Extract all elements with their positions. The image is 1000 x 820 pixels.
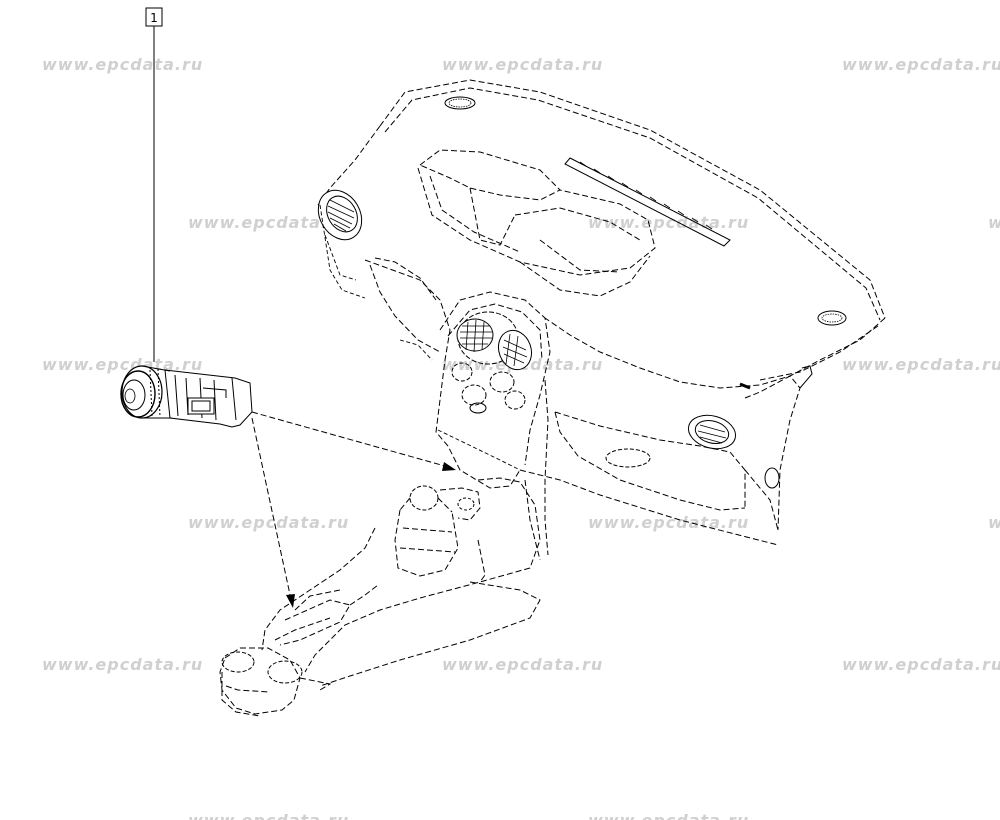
left-air-vent [317,189,366,299]
watermark: www.epcdata.ru [588,513,749,532]
watermark: www.epcdata.ru [442,655,603,674]
watermark: www.epcdata.ru [842,655,1000,674]
watermark-layer: www.epcdata.ru www.epcdata.ru www.epcdat… [42,55,1000,820]
watermark: www.epcdata.ru [42,655,203,674]
cigarette-lighter-part[interactable] [120,365,253,428]
defrost-grille [564,157,731,247]
watermark: www.epcdata.ru [188,513,349,532]
center-stack [364,259,551,489]
callout-number: 1 [150,11,158,25]
right-air-vent [687,414,737,450]
center-console-part[interactable] [219,477,541,717]
watermark: www.epcdata.ru [188,213,349,232]
watermark: www.epcdata.ru [42,55,203,74]
watermark: www.epcdata.ru [988,513,1000,532]
watermark: www.epcdata.ru [988,213,1000,232]
watermark: www.epcdata.ru [588,811,749,820]
watermark: www.epcdata.ru [188,811,349,820]
watermark: www.epcdata.ru [842,55,1000,74]
watermark: www.epcdata.ru [442,55,603,74]
watermark: www.epcdata.ru [842,355,1000,374]
watermark: www.epcdata.ru [588,213,749,232]
assembly-arrows [251,411,456,608]
dashboard-part[interactable] [310,79,886,561]
callout-1[interactable]: 1 [145,7,163,362]
